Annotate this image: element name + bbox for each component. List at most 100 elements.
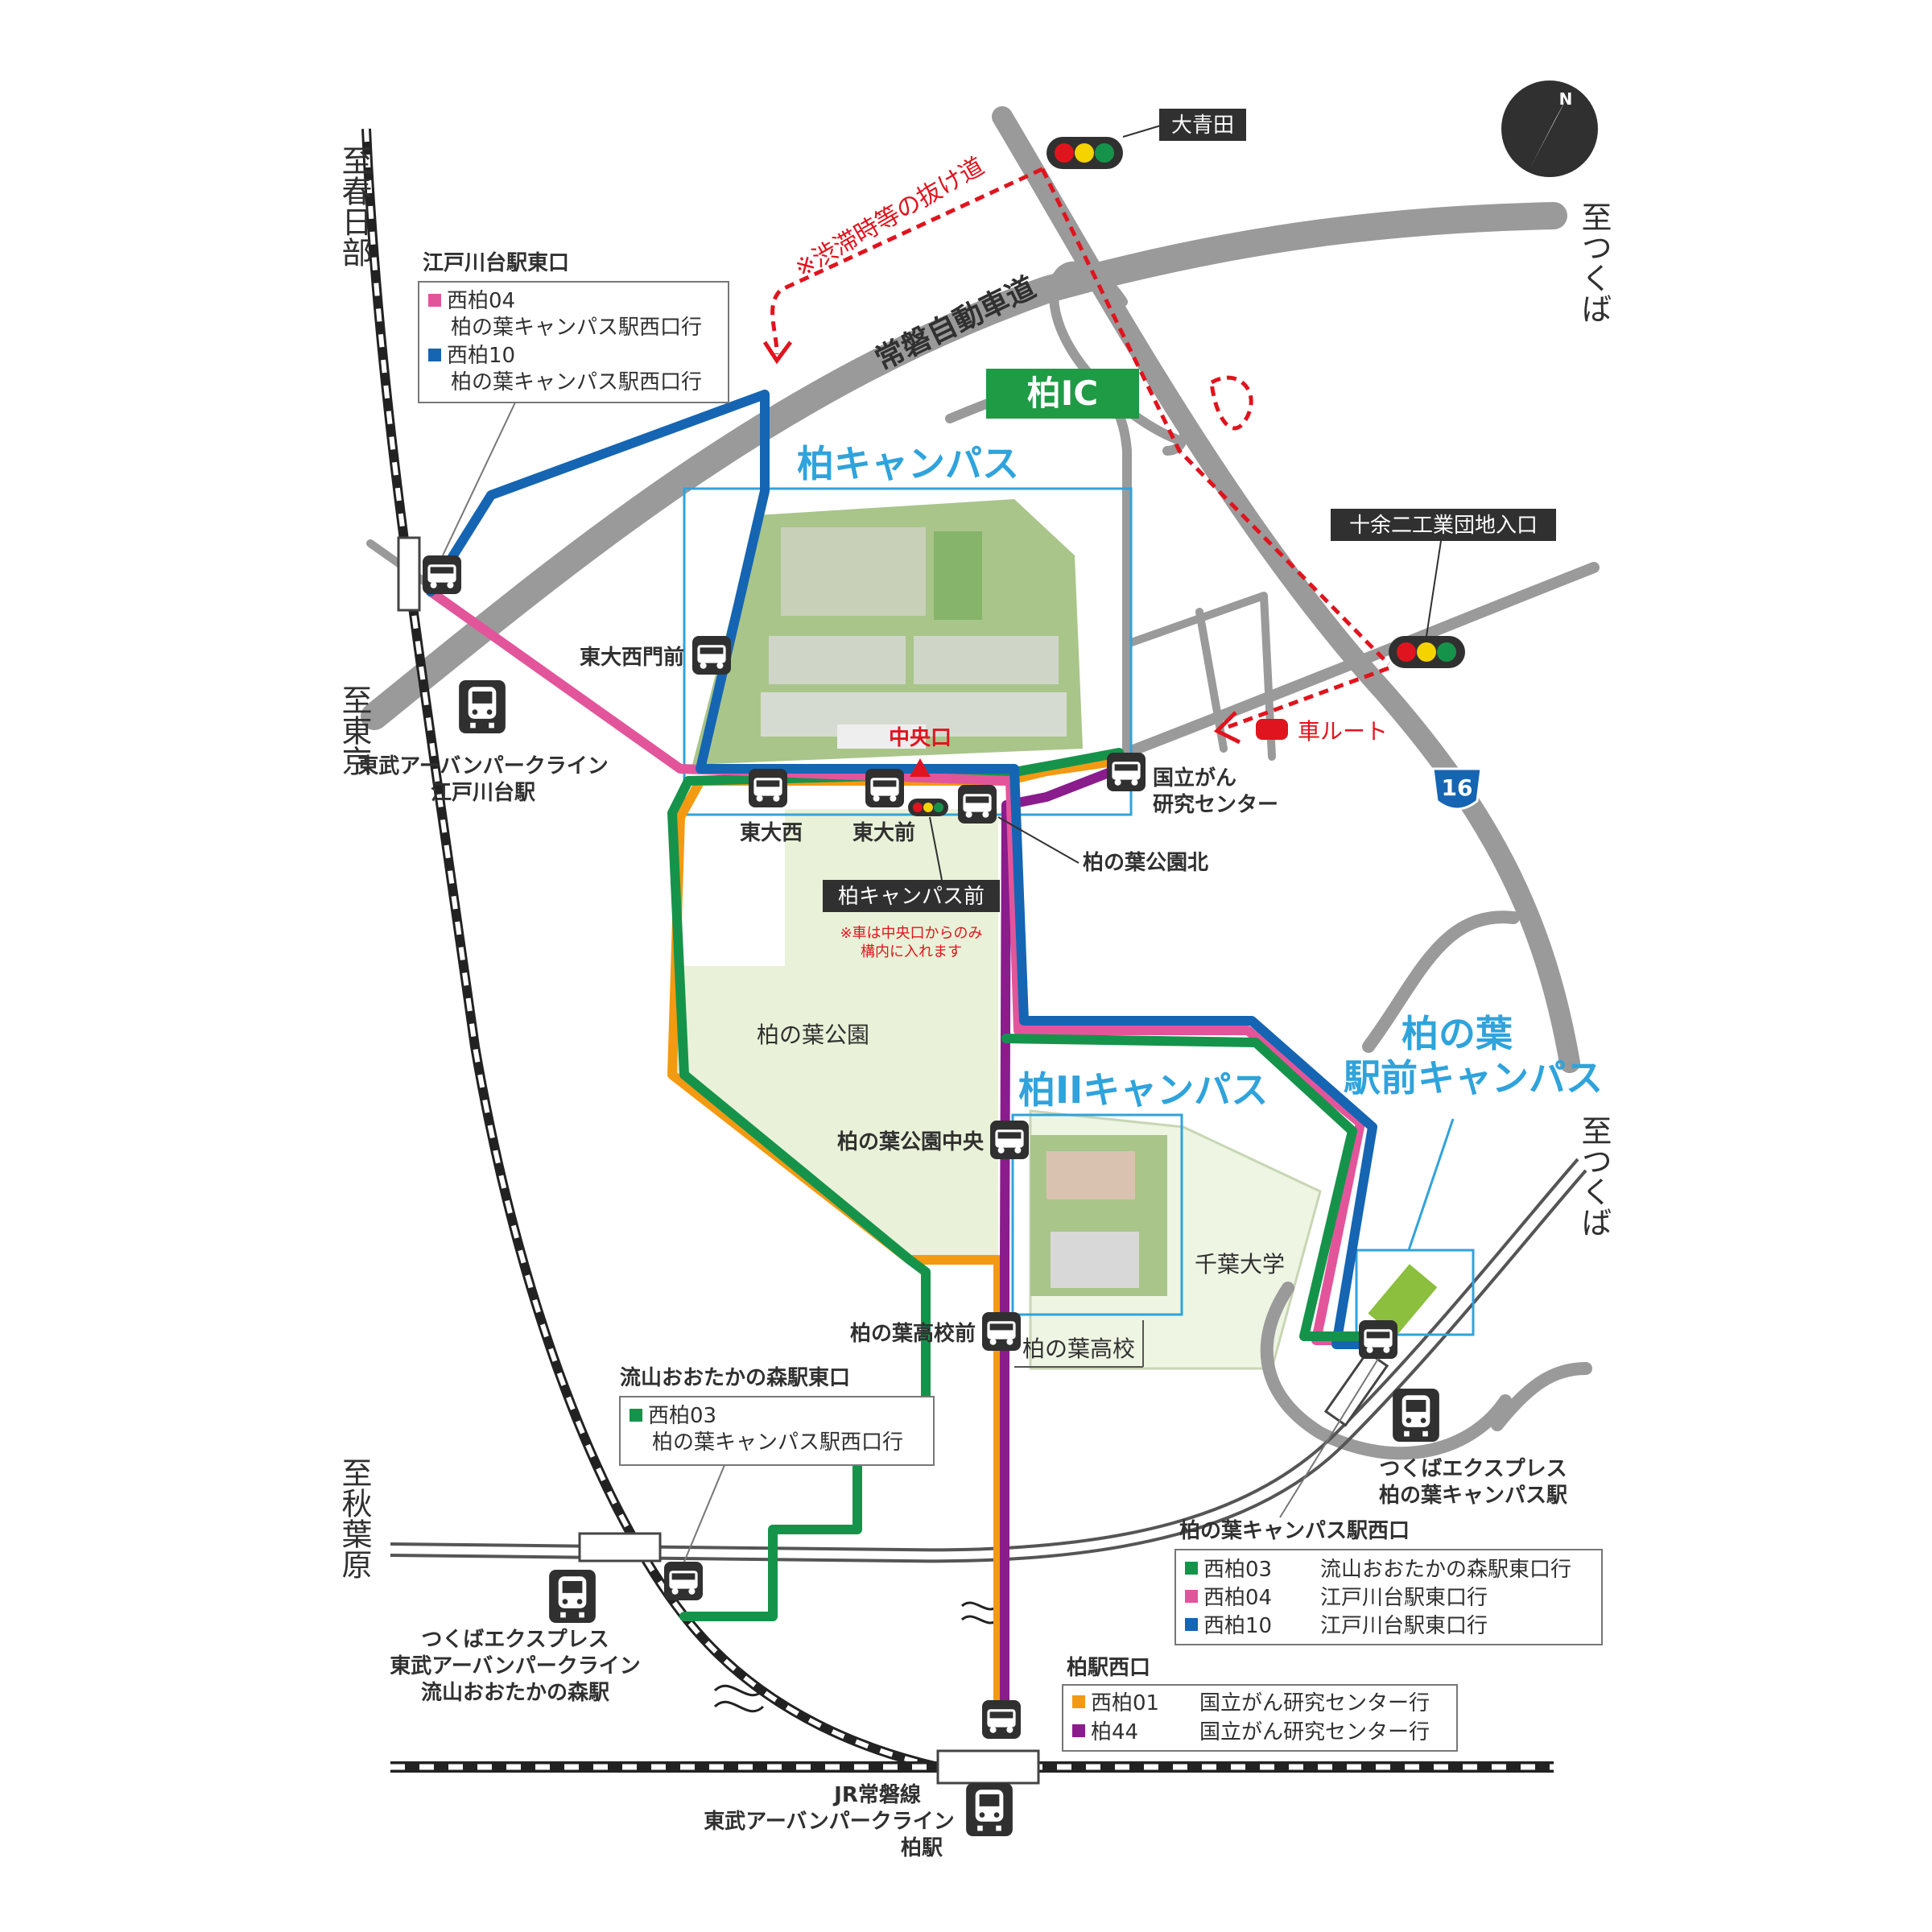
station-ootaka-1: つくばエクスプレス bbox=[421, 1628, 609, 1652]
bus-icon-edogawadai bbox=[423, 555, 461, 594]
svg-text:西柏04: 西柏04 bbox=[1203, 1586, 1272, 1610]
bus-icon-koen-chuo bbox=[990, 1121, 1029, 1159]
bus-icon-ootaka bbox=[664, 1562, 703, 1600]
stop-kokuritsu-1: 国立がん bbox=[1153, 766, 1236, 791]
train-icon-kashiwanoha bbox=[1393, 1389, 1439, 1442]
svg-text:西柏10: 西柏10 bbox=[447, 344, 515, 368]
road-ic-ramp bbox=[1154, 374, 1190, 456]
kashiwa-station-platform bbox=[936, 1749, 1040, 1785]
car-icon bbox=[1256, 719, 1288, 740]
direction-tokyo: 至東京 bbox=[336, 684, 372, 776]
expressway-label: 常磐自動車道 bbox=[870, 271, 1041, 378]
svg-text:十余二工業団地入口: 十余二工業団地入口 bbox=[1349, 514, 1538, 538]
ekimae-campus-block bbox=[1368, 1264, 1438, 1337]
car-arrow bbox=[1213, 711, 1241, 745]
kashiwa2-campus-block bbox=[1030, 1135, 1167, 1296]
tobu-urban-park-line-ties bbox=[364, 128, 939, 1769]
break-mark-rail bbox=[713, 1684, 765, 1713]
stop-todai-mae: 東大前 bbox=[852, 820, 915, 845]
bus-icon-todai-mae bbox=[865, 769, 904, 807]
high-school-area: 柏の葉高校 bbox=[1014, 1320, 1144, 1368]
station-kashiwa-1: JR常磐線 bbox=[832, 1782, 921, 1807]
tsukuba-express-line-2 bbox=[390, 1169, 1587, 1563]
bus-icon-todai-seimon bbox=[692, 636, 731, 675]
chuo-gate-marker bbox=[910, 758, 931, 777]
svg-text:江戸川台駅東口行: 江戸川台駅東口行 bbox=[1320, 1586, 1488, 1610]
ekimae-campus-outline bbox=[1355, 1249, 1475, 1336]
road-south-east bbox=[1362, 910, 1520, 1053]
traffic-signal-jyuyoni bbox=[1389, 636, 1465, 668]
svg-text:西柏04: 西柏04 bbox=[447, 289, 515, 313]
stop-koen-chuo: 柏の葉公園中央 bbox=[837, 1130, 985, 1154]
station-edogawadai-2: 江戸川台駅 bbox=[431, 780, 535, 805]
svg-text:N: N bbox=[1559, 89, 1573, 109]
car-route-line bbox=[1223, 666, 1389, 731]
bus-icon-kashiwa-west bbox=[982, 1700, 1021, 1739]
road-grid-1 bbox=[1123, 592, 1276, 761]
svg-text:西柏03: 西柏03 bbox=[1203, 1558, 1272, 1582]
svg-text:江戸川台駅東口行: 江戸川台駅東口行 bbox=[1320, 1614, 1488, 1638]
ekimae-leader bbox=[1407, 1118, 1455, 1251]
label-jyuyoni: 十余二工業団地入口 bbox=[1331, 509, 1556, 637]
kashiwa2-campus-label: 柏IIキャンパス bbox=[1018, 1068, 1268, 1112]
road-east-bottom bbox=[1491, 1362, 1592, 1431]
info-box-kashiwa-west: 柏駅西口 西柏01 国立がん研究センター行 柏44 国立がん研究センター行 bbox=[1062, 1656, 1458, 1752]
chiba-univ-label: 千葉大学 bbox=[1195, 1251, 1285, 1278]
svg-text:国立がん研究センター行: 国立がん研究センター行 bbox=[1199, 1691, 1430, 1715]
train-icon-kashiwa bbox=[966, 1783, 1013, 1836]
bus-routes bbox=[426, 390, 1377, 1715]
svg-text:流山おおたかの森駅東口行: 流山おおたかの森駅東口行 bbox=[1320, 1558, 1571, 1582]
svg-text:西柏10: 西柏10 bbox=[1203, 1614, 1272, 1638]
svg-text:柏駅西口: 柏駅西口 bbox=[1067, 1656, 1150, 1680]
route-orange bbox=[667, 756, 1124, 1715]
bus-icon-kashiwanoha-west bbox=[1359, 1320, 1397, 1359]
ootaka-station-platform bbox=[578, 1532, 662, 1563]
svg-text:流山おおたかの森駅東口: 流山おおたかの森駅東口 bbox=[620, 1366, 850, 1390]
train-icon-edogawadai bbox=[459, 680, 506, 733]
stop-todai-nishi: 東大西 bbox=[740, 821, 803, 845]
traffic-signal-aoita bbox=[1046, 137, 1123, 169]
svg-text:柏IC: 柏IC bbox=[1027, 374, 1098, 413]
svg-text:江戸川台駅東口: 江戸川台駅東口 bbox=[423, 250, 569, 275]
direction-labels: 至春日部 至東京 至秋葉原 至つくば 至つくば bbox=[336, 145, 1612, 1579]
leader-koen-kita bbox=[997, 816, 1080, 864]
svg-text:柏キャンパス前: 柏キャンパス前 bbox=[838, 885, 985, 909]
svg-text:柏の葉キャンパス駅西口行: 柏の葉キャンパス駅西口行 bbox=[451, 370, 702, 394]
compass-icon bbox=[1501, 80, 1598, 177]
svg-text:※車は中央口からのみ: ※車は中央口からのみ bbox=[840, 925, 982, 942]
route-green-east bbox=[1001, 1034, 1365, 1341]
kashiwa-campus-block bbox=[692, 499, 1083, 765]
campus-mae-label: 柏キャンパス前 ※車は中央口からのみ 構内に入れます bbox=[823, 816, 1000, 960]
station-kashiwa-3: 柏駅 bbox=[901, 1836, 943, 1860]
park-notch bbox=[680, 805, 785, 966]
svg-text:車ルート: 車ルート bbox=[1298, 718, 1388, 745]
shortcut-arrow bbox=[762, 341, 793, 365]
stop-koko-mae: 柏の葉高校前 bbox=[850, 1321, 976, 1346]
road-loop-south bbox=[1260, 1282, 1512, 1460]
shortcut-loop bbox=[1209, 375, 1253, 431]
svg-text:柏の葉高校: 柏の葉高校 bbox=[1022, 1335, 1135, 1362]
station-kashiwanoha-2: 柏の葉キャンパス駅 bbox=[1379, 1484, 1567, 1508]
traffic-signal-campus-mae bbox=[908, 799, 948, 816]
kashiwa-campus-label: 柏キャンパス bbox=[797, 442, 1019, 485]
route-blue bbox=[426, 390, 1377, 1349]
direction-tsukuba-top: 至つくば bbox=[1576, 201, 1612, 324]
bus-icon-kokuritsu bbox=[1107, 753, 1146, 791]
svg-text:大青田: 大青田 bbox=[1171, 114, 1234, 138]
direction-tsukuba-mid: 至つくば bbox=[1576, 1115, 1612, 1237]
station-kashiwa-2: 東武アーバンパークライン bbox=[704, 1810, 954, 1834]
stop-todai-seimon: 東大西門前 bbox=[580, 645, 684, 670]
stop-koen-kita: 柏の葉公園北 bbox=[1083, 851, 1208, 875]
stop-kokuritsu-2: 研究センター bbox=[1153, 792, 1278, 817]
joban-expressway bbox=[361, 202, 1567, 730]
ekimae-campus-label-2: 駅前キャンパス bbox=[1344, 1056, 1603, 1100]
road-east-kokuritsu bbox=[1121, 562, 1600, 758]
station-labels: 東武アーバンパークライン 江戸川台駅 つくばエクスプレス 東武アーバンパークライ… bbox=[357, 754, 1567, 1860]
bus-icon-todai-nishi bbox=[749, 769, 787, 807]
ic-label: 柏IC bbox=[986, 369, 1139, 419]
park-label: 柏の葉公園 bbox=[757, 1022, 869, 1048]
break-mark-bus bbox=[960, 1601, 1000, 1624]
station-kashiwanoha-1: つくばエクスプレス bbox=[1379, 1457, 1567, 1481]
station-ootaka-2: 東武アーバンパークライン bbox=[390, 1654, 640, 1678]
